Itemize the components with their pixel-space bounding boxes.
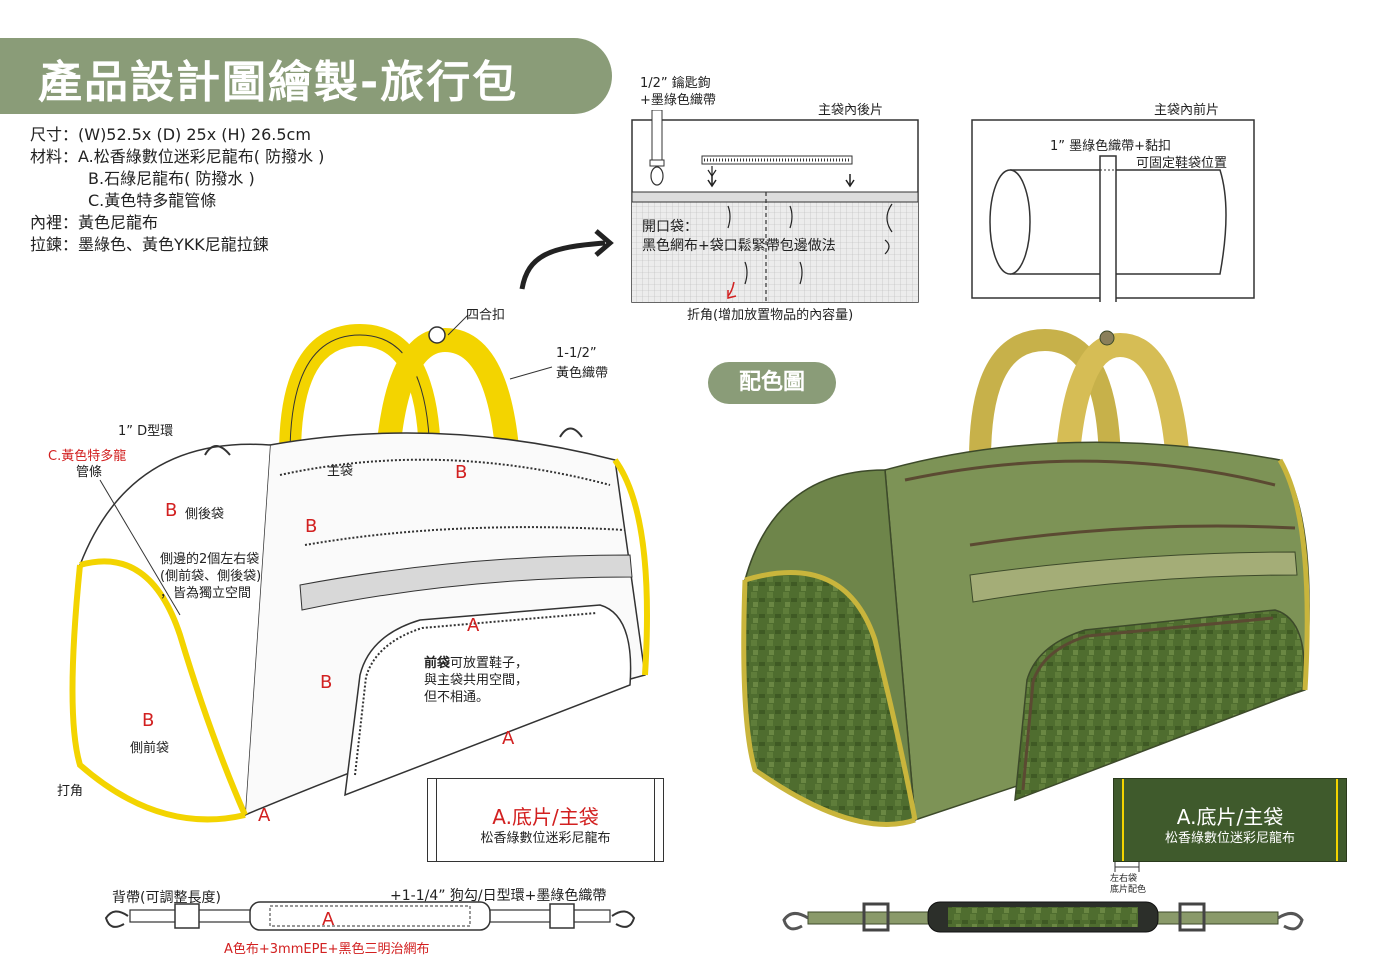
- key-hook-label: 1/2” 鑰匙鉤: [640, 76, 711, 91]
- spec-material-a: 材料：A.松香綠數位迷彩尼龍布( 防撥水 ): [30, 147, 325, 166]
- bag-color-rendering: [741, 328, 1310, 827]
- fix-position-note: 可固定鞋袋位置: [1136, 156, 1228, 171]
- swatch-subtitle: 松香綠數位迷彩尼龍布: [480, 831, 611, 846]
- front-pocket-note-1: 前袋可放置鞋子，: [424, 652, 528, 671]
- webbing-color-label: 黃色織帶: [556, 366, 609, 381]
- side-pocket-note-2: (側前袋、側後袋): [160, 569, 262, 584]
- material-b-marker: B: [305, 516, 318, 537]
- strap-velcro-note: 1” 墨綠色織帶+黏扣: [1050, 139, 1172, 154]
- fold-note: 折角(增加放置物品的內容量): [687, 308, 854, 323]
- bag-line-sketch: [69, 315, 650, 823]
- open-pocket-label: 開口袋：: [642, 219, 698, 235]
- side-pocket-note-3: ，皆為獨立空間: [160, 586, 252, 601]
- piping-label-2: 管條: [76, 465, 103, 480]
- side-pocket-swatch-note-1: 左右袋: [1110, 874, 1138, 884]
- spec-lining: 內裡：黃色尼龍布: [30, 213, 159, 232]
- shoulder-strap-sketch: [104, 901, 636, 931]
- material-a-marker: A: [258, 805, 271, 826]
- material-a-marker: A: [467, 615, 480, 636]
- dimension-marker-icon: [1114, 862, 1140, 872]
- front-pocket-rest: 可放置鞋子，: [450, 656, 529, 671]
- material-b-marker: B: [142, 710, 155, 731]
- spec-zipper: 拉鍊：墨綠色、黃色YKK尼龍拉鍊: [30, 235, 269, 254]
- shoulder-strap-label: 背帶(可調整長度): [112, 890, 221, 906]
- colored-shoulder-strap: [782, 901, 1304, 933]
- key-hook-strap-label: +墨綠色織帶: [640, 93, 716, 108]
- front-pocket-note-3: 但不相通。: [424, 690, 490, 705]
- front-pocket-bold: 前袋: [424, 656, 451, 671]
- material-b-marker: B: [320, 672, 333, 693]
- d-ring-label: 1” D型環: [118, 424, 174, 439]
- color-view-label: 配色圖: [708, 362, 836, 404]
- front-panel-diagram: [971, 119, 1255, 302]
- material-b-marker: B: [455, 462, 468, 483]
- webbing-size-label: 1-1/2”: [556, 346, 597, 361]
- material-b-marker: B: [165, 500, 178, 521]
- page-title: 產品設計圖繪製-旅行包: [38, 57, 519, 108]
- side-pocket-swatch-note-2: 底片配色: [1110, 885, 1147, 895]
- color-swatch-subtitle: 松香綠數位迷彩尼龍布: [1164, 831, 1295, 846]
- title-banner: [0, 38, 612, 114]
- main-bag-label: 主袋: [327, 464, 354, 479]
- back-panel-diagram: [631, 110, 919, 303]
- swatch-title: A.底片/主袋: [492, 805, 599, 829]
- open-pocket-method: 黑色網布+袋口鬆緊帶包邊做法: [642, 238, 836, 254]
- material-a-marker: A: [502, 728, 515, 749]
- front-panel-title: 主袋內前片: [1154, 103, 1220, 118]
- piping-label: C.黃色特多龍: [48, 449, 127, 464]
- spec-material-b: B.石綠尼龍布( 防撥水 ): [88, 169, 255, 188]
- strap-hardware-label: +1-1/4” 狗勾/日型環+墨綠色織帶: [390, 888, 607, 904]
- spec-size: 尺寸：(W)52.5x (D) 25x (H) 26.5cm: [30, 125, 311, 144]
- snap-button-label: 四合扣: [466, 308, 506, 323]
- curved-arrow-icon: [519, 229, 614, 290]
- strap-pad-note: A色布+3mmEPE+黑色三明治網布: [224, 942, 430, 957]
- side-pocket-note-1: 側邊的2個左右袋: [160, 552, 260, 567]
- spec-material-c: C.黃色特多龍管條: [88, 191, 217, 210]
- color-swatch-title: A.底片/主袋: [1176, 805, 1284, 829]
- material-swatch-outline: A.底片/主袋 松香綠數位迷彩尼龍布: [427, 778, 664, 862]
- side-front-label: 側前袋: [130, 741, 170, 756]
- side-back-label: 側後袋: [185, 507, 225, 522]
- strap-pad-marker: A: [322, 909, 335, 930]
- back-panel-title: 主袋內後片: [818, 103, 884, 118]
- color-swatch: A.底片/主袋 松香綠數位迷彩尼龍布: [1113, 778, 1347, 862]
- corner-label: 打角: [57, 784, 84, 799]
- front-pocket-note-2: 與主袋共用空間，: [424, 673, 529, 688]
